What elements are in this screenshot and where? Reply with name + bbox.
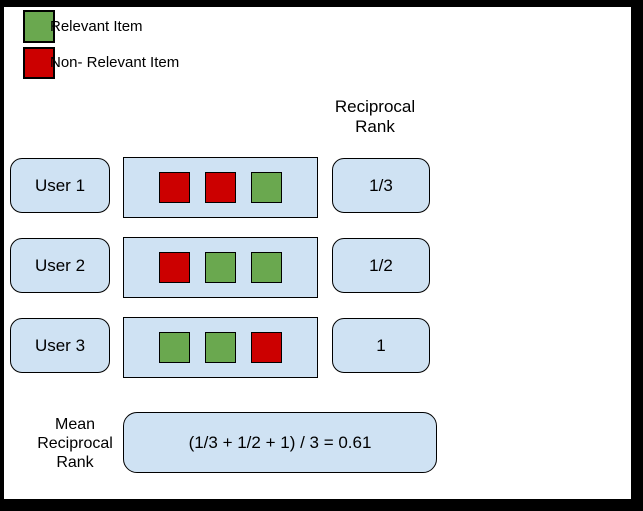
user-row-2: User 2 1/2 bbox=[4, 237, 631, 298]
relevant-item-swatch bbox=[23, 10, 55, 43]
mean-reciprocal-rank-label: Mean Reciprocal Rank bbox=[25, 415, 125, 472]
relevant-item-square bbox=[159, 332, 190, 363]
diagram-canvas: Relevant Item Non- Relevant Item Recipro… bbox=[4, 7, 631, 499]
non-relevant-item-square bbox=[159, 172, 190, 203]
non-relevant-item-square bbox=[251, 332, 282, 363]
mrr-label-line1: Mean bbox=[54, 416, 96, 433]
relevant-item-square bbox=[205, 332, 236, 363]
legend-label-relevant: Relevant Item bbox=[50, 18, 143, 35]
ranked-items-box bbox=[123, 157, 318, 218]
legend-label-non-relevant: Non- Relevant Item bbox=[50, 54, 180, 71]
mrr-formula-box: (1/3 + 1/2 + 1) / 3 = 0.61 bbox=[123, 412, 437, 473]
mrr-formula: (1/3 + 1/2 + 1) / 3 = 0.61 bbox=[188, 432, 372, 452]
mrr-label-line2: Reciprocal bbox=[37, 435, 113, 452]
user-label: User 1 bbox=[34, 175, 86, 195]
user-label-box: User 2 bbox=[10, 238, 110, 293]
reciprocal-rank-box: 1/2 bbox=[332, 238, 430, 293]
ranked-items-box bbox=[123, 317, 318, 378]
reciprocal-rank-header: Reciprocal Rank bbox=[315, 97, 435, 137]
reciprocal-rank-value: 1/3 bbox=[369, 175, 393, 195]
non-relevant-item-square bbox=[205, 172, 236, 203]
relevant-item-square bbox=[205, 252, 236, 283]
user-label: User 3 bbox=[34, 335, 86, 355]
user-row-3: User 3 1 bbox=[4, 317, 631, 378]
reciprocal-rank-value: 1 bbox=[376, 335, 386, 355]
reciprocal-rank-header-line1: Reciprocal bbox=[334, 97, 416, 116]
reciprocal-rank-value: 1/2 bbox=[369, 255, 393, 275]
non-relevant-item-square bbox=[159, 252, 190, 283]
user-row-1: User 1 1/3 bbox=[4, 157, 631, 218]
user-label: User 2 bbox=[34, 255, 86, 275]
user-label-box: User 1 bbox=[10, 158, 110, 213]
ranked-items-box bbox=[123, 237, 318, 298]
relevant-item-square bbox=[251, 252, 282, 283]
relevant-item-square bbox=[251, 172, 282, 203]
non-relevant-item-swatch bbox=[23, 47, 55, 79]
reciprocal-rank-header-line2: Rank bbox=[355, 117, 395, 136]
user-label-box: User 3 bbox=[10, 318, 110, 373]
mrr-label-line3: Rank bbox=[56, 454, 94, 471]
reciprocal-rank-box: 1 bbox=[332, 318, 430, 373]
reciprocal-rank-box: 1/3 bbox=[332, 158, 430, 213]
